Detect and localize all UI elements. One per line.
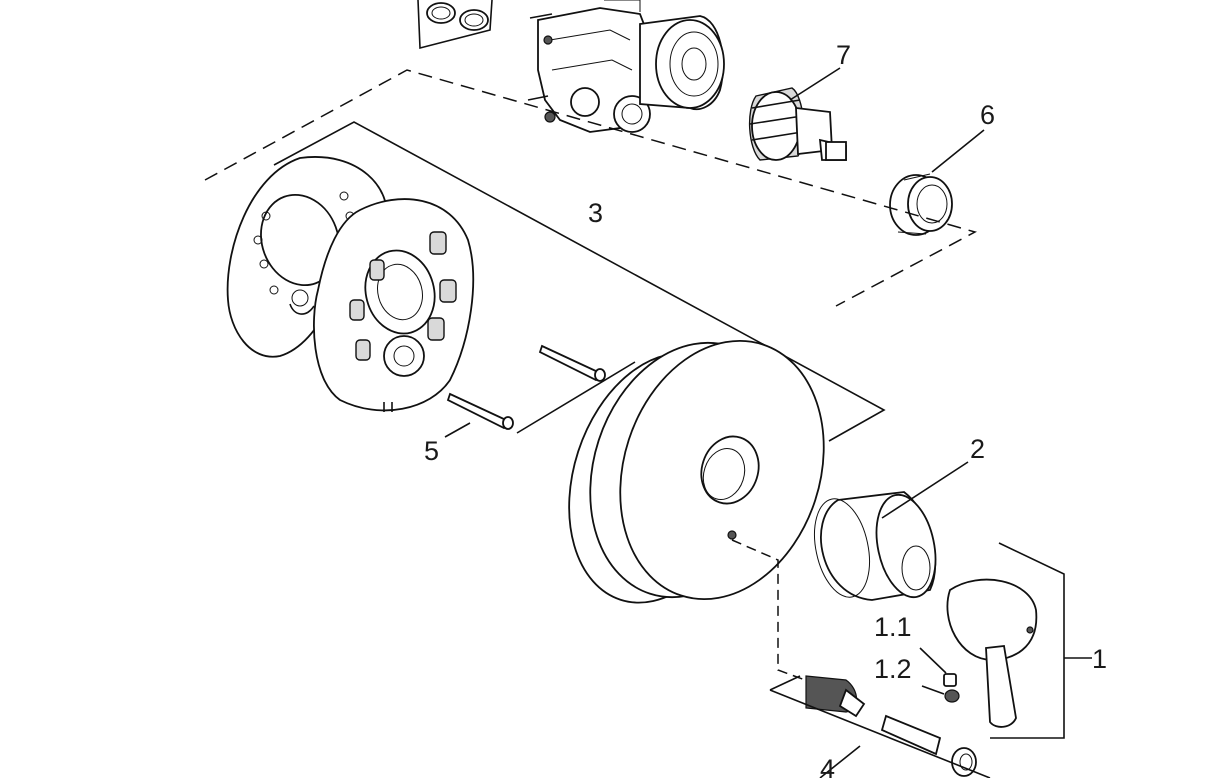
lever-handle (946, 542, 1092, 739)
label-part-1-1: 1.1 (874, 612, 912, 642)
sleeve (814, 491, 937, 601)
label-part-7: 7 (836, 40, 851, 70)
label-part-5: 5 (424, 436, 439, 466)
o-ring-set (417, 0, 493, 50)
label-part-2: 2 (970, 434, 985, 464)
screws (444, 344, 636, 438)
label-part-4: 4 (820, 754, 835, 778)
set-screws (919, 647, 960, 703)
locking-nut (889, 173, 953, 236)
valve-body (527, 0, 725, 133)
label-part-6: 6 (980, 100, 995, 130)
label-part-3: 3 (588, 198, 603, 228)
escutcheon-plate (568, 339, 825, 604)
callout-leaders (789, 67, 985, 519)
gasket-plate (226, 156, 388, 358)
mounting-plate (313, 198, 475, 412)
dashed-group-bracket (204, 69, 977, 307)
spindle-set (731, 539, 991, 778)
cartridge (748, 87, 847, 161)
label-part-1: 1 (1092, 644, 1107, 674)
label-part-1-2: 1.2 (874, 654, 912, 684)
group-bracket-3 (273, 121, 886, 442)
